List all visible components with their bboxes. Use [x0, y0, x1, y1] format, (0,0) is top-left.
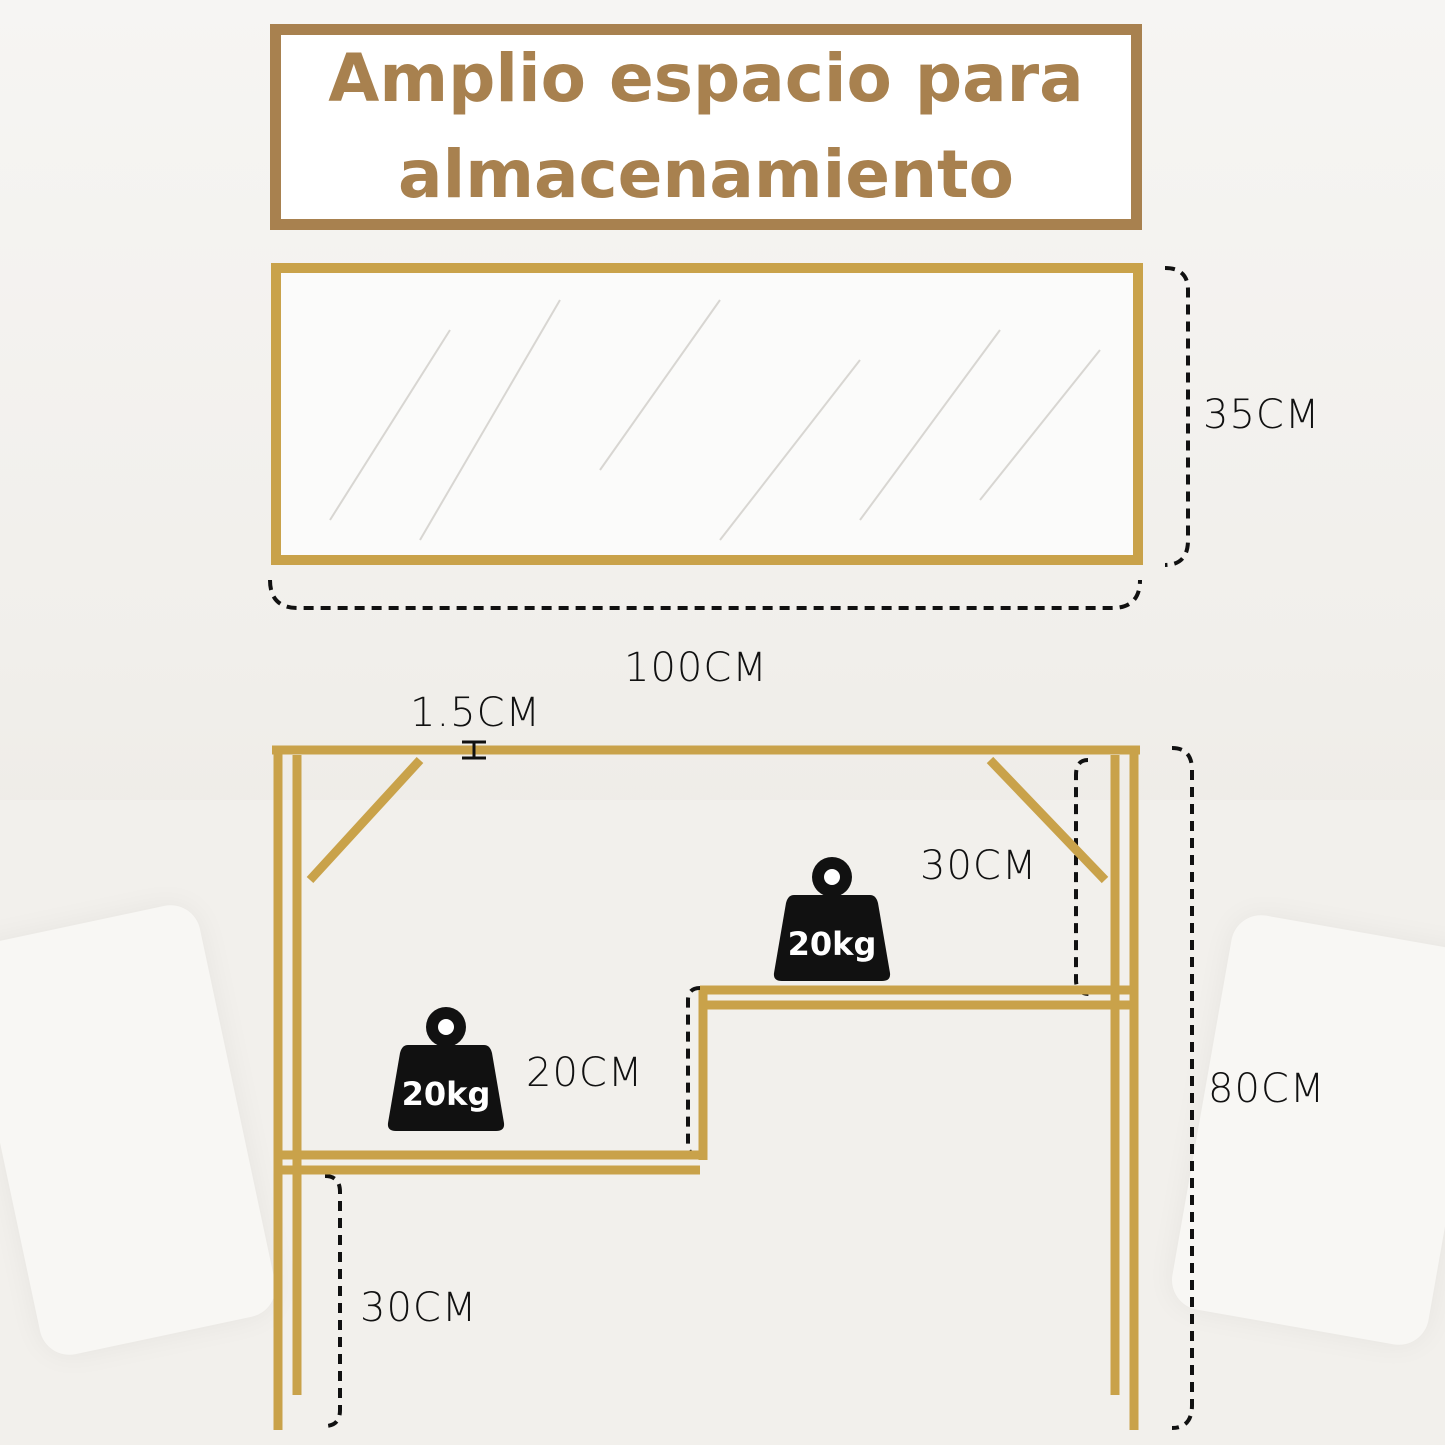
- weight-icon-lower: 20kg: [386, 1005, 506, 1135]
- thickness-label: 1.5CM: [410, 690, 542, 736]
- bottom-clearance-label: 30CM: [360, 1285, 478, 1331]
- thickness-marker: [462, 740, 486, 760]
- table-front-view: [272, 745, 1140, 1430]
- sofa-background: [0, 800, 1445, 1445]
- depth-label: 35CM: [1203, 392, 1321, 438]
- title-banner: Amplio espacio para almacenamiento: [270, 24, 1142, 230]
- weight-icon-upper: 20kg: [772, 855, 892, 985]
- weight-label-upper: 20kg: [787, 925, 877, 963]
- title-line-2: almacenamiento: [398, 136, 1014, 213]
- weight-label-lower: 20kg: [401, 1075, 491, 1113]
- upper-gap-label: 30CM: [920, 843, 1038, 889]
- title-line-1: Amplio espacio para: [328, 40, 1084, 117]
- table-top-view: [271, 263, 1143, 565]
- total-height-label: 80CM: [1208, 1066, 1326, 1112]
- width-label: 100CM: [624, 645, 768, 691]
- step-height-label: 20CM: [526, 1050, 644, 1096]
